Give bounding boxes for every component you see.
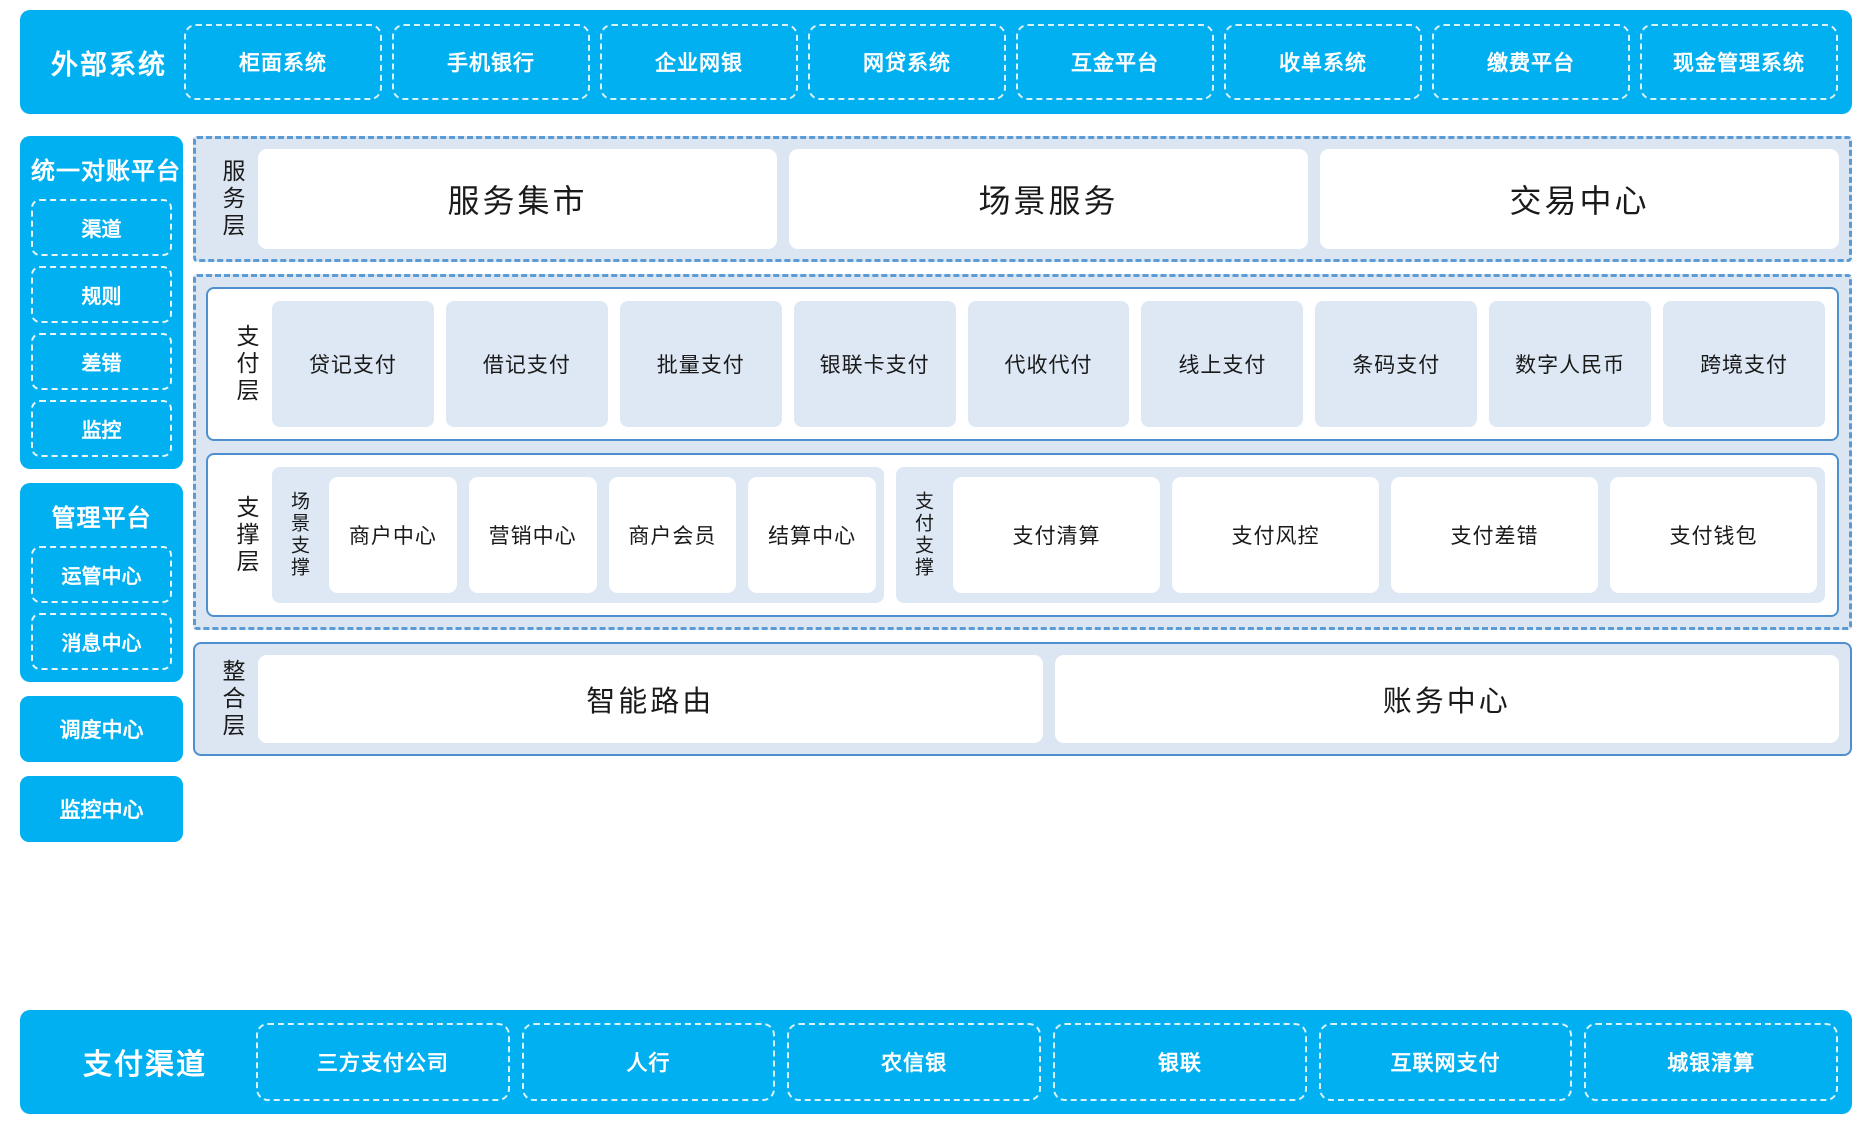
management-item-message-center[interactable]: 消息中心 [31,613,172,670]
payment-card-digital-rmb[interactable]: 数字人民币 [1489,301,1651,427]
reconciliation-item-rule[interactable]: 规则 [31,266,172,323]
integration-layer-label: 整合层 [206,655,258,743]
channel-item-rcbank[interactable]: 农信银 [787,1023,1041,1101]
payment-card-collection[interactable]: 代收代付 [968,301,1130,427]
channel-item-cityclearing[interactable]: 城银清算 [1584,1023,1838,1101]
external-system-item[interactable]: 企业网银 [600,24,798,100]
payment-layer-label: 支付层 [220,301,272,427]
management-item-operations-center[interactable]: 运管中心 [31,546,172,603]
reconciliation-platform-group: 统一对账平台 渠道 规则 差错 监控 [20,136,183,469]
service-card-marketplace[interactable]: 服务集市 [258,149,777,249]
external-systems-bar: 外部系统 柜面系统 手机银行 企业网银 网贷系统 互金平台 收单系统 缴费平台 … [20,10,1852,114]
external-system-item[interactable]: 柜面系统 [184,24,382,100]
left-rail: 统一对账平台 渠道 规则 差错 监控 管理平台 运管中心 消息中心 调度中心 监… [20,136,183,842]
external-system-item[interactable]: 收单系统 [1224,24,1422,100]
core-layers-panel: 支付层 贷记支付 借记支付 批量支付 银联卡支付 代收代付 线上支付 条码支付 … [193,274,1852,630]
support-card-settlement-center[interactable]: 结算中心 [748,477,876,593]
external-systems-title: 外部系统 [34,43,184,82]
payment-layer-cards: 贷记支付 借记支付 批量支付 银联卡支付 代收代付 线上支付 条码支付 数字人民… [272,301,1825,427]
payment-support-cards: 支付清算 支付风控 支付差错 支付钱包 [953,477,1817,593]
payment-channels-title: 支付渠道 [34,1041,256,1083]
payment-card-unionpay[interactable]: 银联卡支付 [794,301,956,427]
monitoring-center-card[interactable]: 监控中心 [20,776,183,842]
service-layer-label: 服务层 [206,149,258,249]
channel-item-unionpay[interactable]: 银联 [1053,1023,1307,1101]
reconciliation-platform-title: 统一对账平台 [31,146,172,189]
service-layer-panel: 服务层 服务集市 场景服务 交易中心 [193,136,1852,262]
layers-stack: 服务层 服务集市 场景服务 交易中心 支付层 贷记支付 借记支付 批量 [193,136,1852,756]
support-card-merchant-member[interactable]: 商户会员 [609,477,737,593]
support-card-payment-wallet[interactable]: 支付钱包 [1610,477,1817,593]
external-system-item[interactable]: 手机银行 [392,24,590,100]
payment-channels-bar: 支付渠道 三方支付公司 人行 农信银 银联 互联网支付 城银清算 [20,1010,1852,1114]
reconciliation-item-channel[interactable]: 渠道 [31,199,172,256]
payment-card-credit[interactable]: 贷记支付 [272,301,434,427]
payment-layer-box: 支付层 贷记支付 借记支付 批量支付 银联卡支付 代收代付 线上支付 条码支付 … [206,287,1839,441]
integration-card-accounting-center[interactable]: 账务中心 [1055,655,1840,743]
scheduling-center-card[interactable]: 调度中心 [20,696,183,762]
service-card-scenario[interactable]: 场景服务 [789,149,1308,249]
integration-card-smart-routing[interactable]: 智能路由 [258,655,1043,743]
integration-layer-panel: 整合层 智能路由 账务中心 [193,642,1852,756]
channel-item-pboc[interactable]: 人行 [522,1023,776,1101]
support-layer-label: 支撑层 [220,467,272,603]
reconciliation-item-error[interactable]: 差错 [31,333,172,390]
support-layer-box: 支撑层 场景支撑 商户中心 营销中心 商户会员 结算中心 [206,453,1839,617]
external-system-item[interactable]: 缴费平台 [1432,24,1630,100]
support-card-payment-risk[interactable]: 支付风控 [1172,477,1379,593]
scene-support-group: 场景支撑 商户中心 营销中心 商户会员 结算中心 [272,467,884,603]
external-systems-list: 柜面系统 手机银行 企业网银 网贷系统 互金平台 收单系统 缴费平台 现金管理系… [184,24,1838,100]
support-card-payment-error[interactable]: 支付差错 [1391,477,1598,593]
external-system-item[interactable]: 互金平台 [1016,24,1214,100]
support-layer-groups: 场景支撑 商户中心 营销中心 商户会员 结算中心 支付支撑 支付清算 [272,467,1825,603]
management-platform-group: 管理平台 运管中心 消息中心 [20,483,183,682]
service-layer-cards: 服务集市 场景服务 交易中心 [258,149,1839,249]
payment-card-batch[interactable]: 批量支付 [620,301,782,427]
integration-layer-cards: 智能路由 账务中心 [258,655,1839,743]
support-card-merchant-center[interactable]: 商户中心 [329,477,457,593]
payment-card-barcode[interactable]: 条码支付 [1315,301,1477,427]
scene-support-label: 场景支撑 [280,477,317,593]
external-system-item[interactable]: 现金管理系统 [1640,24,1838,100]
payment-support-group: 支付支撑 支付清算 支付风控 支付差错 支付钱包 [896,467,1825,603]
support-card-payment-clearing[interactable]: 支付清算 [953,477,1160,593]
payment-card-online[interactable]: 线上支付 [1141,301,1303,427]
channel-item-third-party[interactable]: 三方支付公司 [256,1023,510,1101]
payment-card-cross-border[interactable]: 跨境支付 [1663,301,1825,427]
payment-card-debit[interactable]: 借记支付 [446,301,608,427]
management-platform-title: 管理平台 [31,493,172,536]
reconciliation-item-monitor[interactable]: 监控 [31,400,172,457]
support-card-marketing-center[interactable]: 营销中心 [469,477,597,593]
platform-body: 统一对账平台 渠道 规则 差错 监控 管理平台 运管中心 消息中心 调度中心 监… [20,136,1852,990]
external-system-item[interactable]: 网贷系统 [808,24,1006,100]
payment-channels-list: 三方支付公司 人行 农信银 银联 互联网支付 城银清算 [256,1023,1838,1101]
service-card-transaction[interactable]: 交易中心 [1320,149,1839,249]
scene-support-cards: 商户中心 营销中心 商户会员 结算中心 [329,477,876,593]
payment-support-label: 支付支撑 [904,477,941,593]
channel-item-internet-payment[interactable]: 互联网支付 [1319,1023,1573,1101]
